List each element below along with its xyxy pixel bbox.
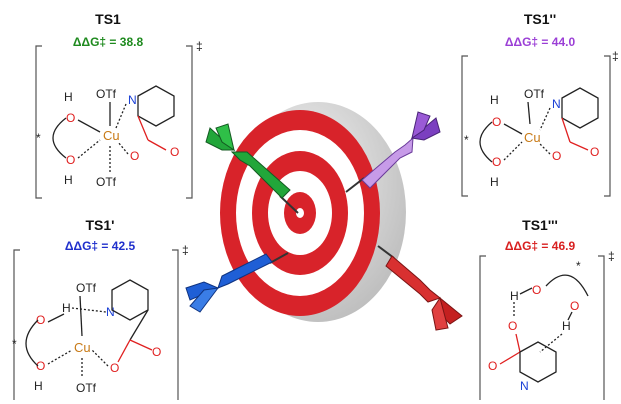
ts1pp-h-top: H [490, 93, 499, 107]
ts1pp-otf-top: OTf [524, 87, 545, 101]
ts1-o-carbonyl: O [170, 145, 179, 159]
ts1pp-o-top: O [492, 115, 501, 129]
ts1ppp-bracket-left [479, 255, 486, 400]
ts1pp-bracket-left [461, 55, 468, 197]
ts1p-o-carboxyl: O [110, 361, 119, 375]
ts1ppp-h-top: H [510, 289, 519, 303]
ts1-dagger: ‡ [196, 39, 203, 53]
ts1p-bracket-right [172, 249, 179, 400]
ts1p-h-left: H [62, 301, 71, 315]
ts1-otf-bottom: OTf [96, 175, 117, 189]
ts1ppp-h-right: H [562, 319, 571, 333]
ts1pp-cu: Cu [524, 130, 541, 145]
target-center [296, 208, 304, 218]
ts1ppp-bracket-right [598, 255, 605, 400]
ts1p-n: N [106, 305, 115, 319]
ts1-cu: Cu [103, 128, 120, 143]
ts1ppp-dagger: ‡ [608, 249, 615, 263]
dart-green [205, 123, 299, 214]
ts1pp-n: N [552, 97, 561, 111]
ts1p-o-carbonyl: O [152, 345, 161, 359]
ts1p-bracket-left [13, 249, 20, 400]
ts1-h-bottom: H [64, 173, 73, 187]
ts1ppp-o-top: O [532, 283, 541, 297]
dart-red [377, 245, 463, 331]
ts1p-o-bottom: O [36, 359, 45, 373]
ts1ppp-star: * [576, 259, 581, 273]
ts1ppp-o-right: O [570, 299, 579, 313]
ts1-o-bottom: O [66, 153, 75, 167]
ts1ppp-o-mid: O [508, 319, 517, 333]
dartboard-target [220, 102, 406, 322]
ts1ppp-title: TS1''' [522, 217, 558, 233]
ts1pp-dagger: ‡ [612, 49, 619, 63]
ts1pp-o-bottom: O [492, 155, 501, 169]
ts1pp-bracket-right [604, 55, 611, 197]
ts1-n: N [128, 93, 137, 107]
ts1p-star: * [12, 337, 17, 351]
ts1p-o-top: O [36, 313, 45, 327]
ts1-title: TS1 [95, 11, 121, 27]
ts1p-energy: ΔΔG‡ = 42.5 [65, 239, 136, 253]
panel-ts1p: TS1' ΔΔG‡ = 42.5 ‡ OTf H N O Cu O H * OT… [12, 217, 189, 400]
ts1ppp-n: N [520, 379, 529, 393]
ts1pp-energy: ΔΔG‡ = 44.0 [505, 35, 576, 49]
ts1pp-h-bottom: H [490, 175, 499, 189]
ts1p-title: TS1' [85, 217, 114, 233]
panel-ts1ppp: TS1''' ΔΔG‡ = 46.9 ‡ * O H O H O O N [479, 217, 615, 400]
ts1pp-star: * [464, 133, 469, 147]
ts1-star: * [36, 131, 41, 145]
ts1p-dagger: ‡ [182, 243, 189, 257]
ts1pp-o-carbonyl: O [590, 145, 599, 159]
dart-blue [185, 252, 289, 313]
ts1p-h-bottom: H [34, 379, 43, 393]
ts1p-otf-bottom: OTf [76, 381, 97, 395]
ts1p-cu: Cu [74, 340, 91, 355]
ts1ppp-energy: ΔΔG‡ = 46.9 [505, 239, 576, 253]
ts1ppp-o-carbonyl: O [488, 359, 497, 373]
ts1p-otf-top: OTf [76, 281, 97, 295]
ts1-energy: ΔΔG‡ = 38.8 [73, 35, 144, 49]
ts1-h-top: H [64, 90, 73, 104]
dart-purple [345, 111, 441, 193]
ts1pp-title: TS1'' [524, 11, 556, 27]
ts1-bracket-left [35, 45, 42, 199]
ts1-bracket-right [186, 45, 193, 199]
ts1-o-carboxyl: O [130, 149, 139, 163]
panel-ts1pp: TS1'' ΔΔG‡ = 44.0 ‡ OTf Cu H O O H * N O… [461, 11, 619, 197]
ts1-otf-top: OTf [96, 87, 117, 101]
ts1-o-top: O [66, 111, 75, 125]
panel-ts1: TS1 ΔΔG‡ = 38.8 ‡ OTf Cu OTf H O O H * N… [35, 11, 203, 199]
ts1pp-o-carboxyl: O [552, 149, 561, 163]
